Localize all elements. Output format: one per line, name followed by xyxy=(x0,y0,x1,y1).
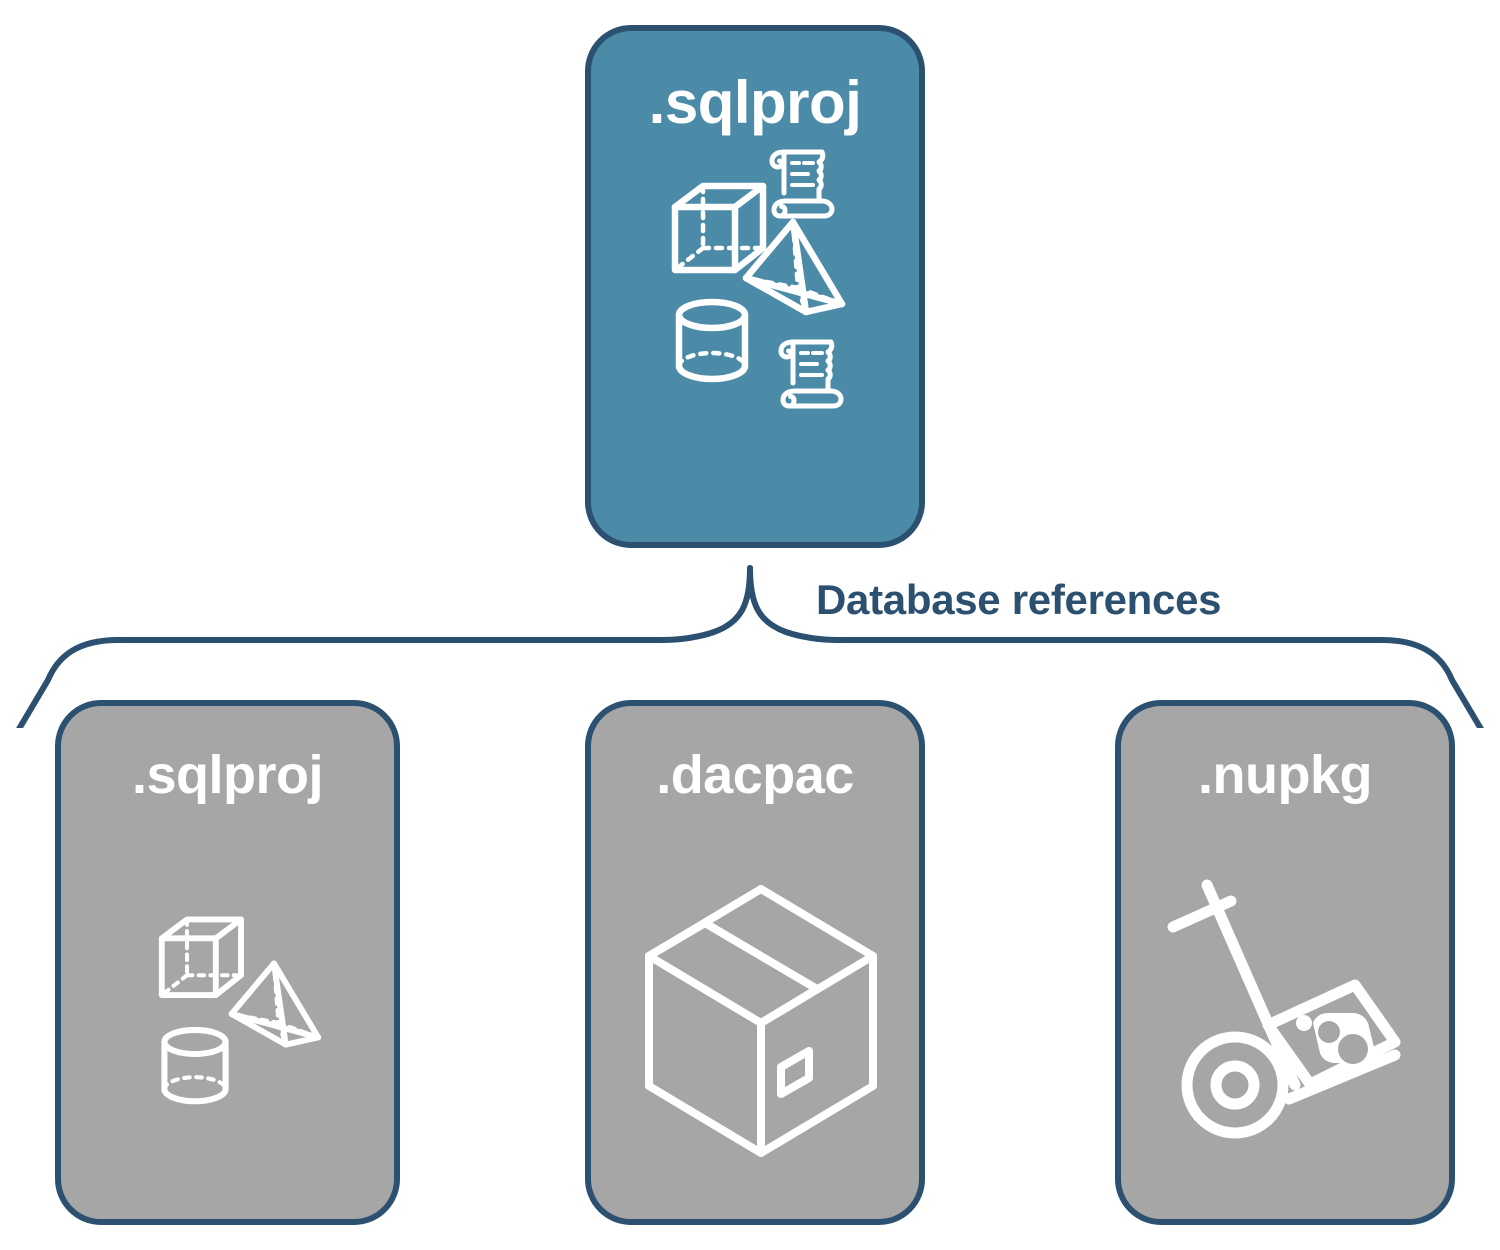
wireframe-cube-icon xyxy=(158,916,244,998)
package-box-icon xyxy=(645,885,877,1157)
card-title-nupkg: .nupkg xyxy=(1198,745,1372,805)
card-title-sqlproj: .sqlproj xyxy=(131,745,324,805)
card-child-dacpac[interactable]: .dacpac xyxy=(585,700,925,1225)
root-icon-group xyxy=(591,133,919,542)
card-child-sqlproj[interactable]: .sqlproj xyxy=(55,700,400,1225)
wireframe-cube-icon xyxy=(671,182,767,274)
card-child-nupkg[interactable]: .nupkg xyxy=(1115,700,1455,1225)
sqlproj-icon-group xyxy=(61,802,394,1219)
card-title-root: .sqlproj xyxy=(648,69,862,136)
wireframe-cylinder-icon xyxy=(675,298,749,383)
dacpac-icon-group xyxy=(591,802,919,1219)
hand-truck-nuget-package-icon xyxy=(1167,879,1401,1139)
nupkg-icon-group xyxy=(1121,802,1449,1219)
wireframe-pyramid-icon xyxy=(742,218,846,316)
wireframe-pyramid-icon xyxy=(228,960,322,1048)
scroll-icon xyxy=(778,339,844,409)
database-references-brace xyxy=(16,565,1484,728)
brace-label: Database references xyxy=(816,576,1222,623)
card-title-dacpac: .dacpac xyxy=(656,745,854,805)
card-root-sqlproj[interactable]: .sqlproj xyxy=(585,25,925,548)
scroll-icon xyxy=(769,149,835,219)
wireframe-cylinder-icon xyxy=(161,1026,229,1105)
